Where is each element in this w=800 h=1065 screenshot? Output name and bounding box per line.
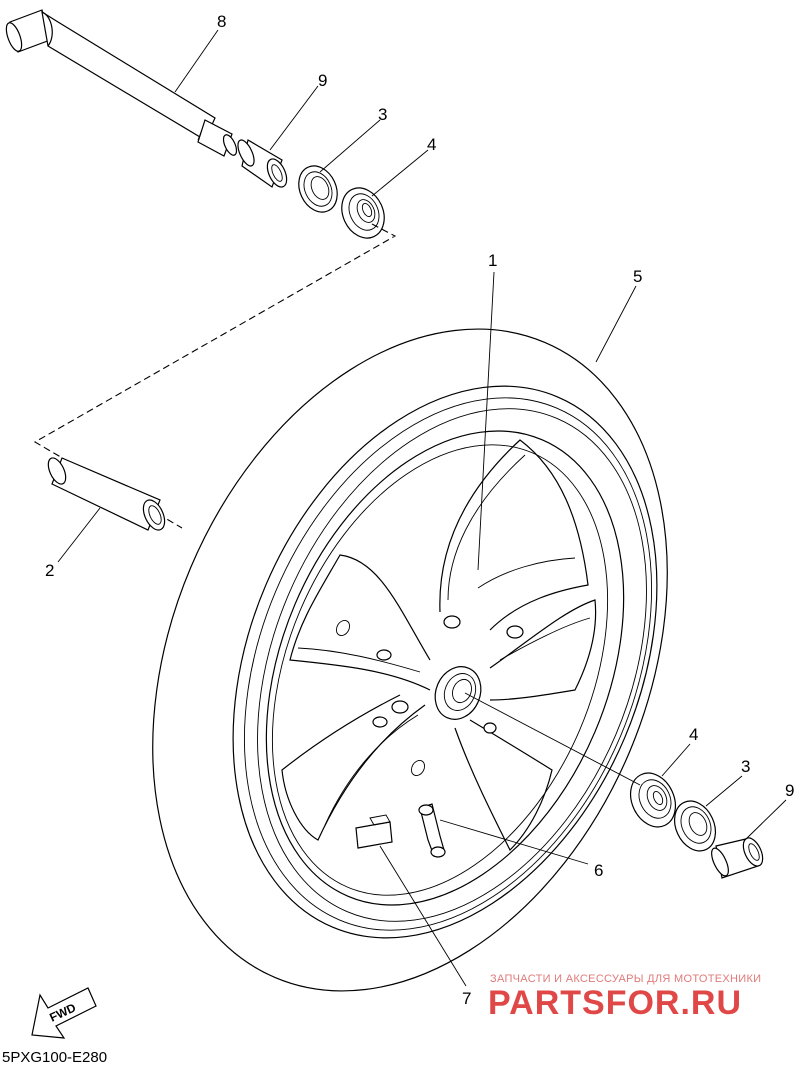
leader-lines	[57, 29, 787, 987]
wheel-spokes	[281, 439, 597, 852]
collar-top-part	[237, 139, 288, 188]
rim-ring-1	[244, 397, 652, 931]
callout-9-bottom: 9	[785, 781, 794, 800]
callout-6: 6	[594, 861, 603, 880]
balance-weight-part	[355, 814, 393, 849]
bearing-bottom-part	[629, 772, 677, 828]
tire-inner	[232, 385, 658, 939]
diagram-code: 5PXG100-E280	[2, 1049, 107, 1065]
bearing-top-part	[341, 187, 385, 239]
collar-bottom-part	[711, 837, 764, 879]
oil-seal-bottom-part	[673, 800, 717, 852]
rim-ring-4	[271, 444, 609, 896]
callout-9-top: 9	[318, 71, 327, 90]
spacer-part	[47, 457, 166, 531]
wheel-hub	[434, 666, 482, 720]
watermark-brand: PARTSFOR.RU	[488, 984, 742, 1022]
callout-3-top: 3	[378, 105, 387, 124]
callout-2: 2	[45, 561, 54, 580]
axle-part	[5, 9, 238, 157]
watermark: ЗАПЧАСТИ И АКСЕССУАРЫ ДЛЯ МОТОТЕХНИКИ PA…	[488, 973, 761, 1022]
oil-seal-top-part	[298, 165, 338, 213]
rim-ring-2	[257, 408, 647, 922]
tire-outer	[152, 328, 668, 992]
watermark-subtitle: ЗАПЧАСТИ И АКСЕССУАРЫ ДЛЯ МОТОТЕХНИКИ	[490, 973, 761, 985]
callout-4-bottom: 4	[689, 725, 698, 744]
wheel-assembly	[152, 328, 668, 992]
tire-valve-part	[418, 803, 446, 858]
callout-5: 5	[633, 267, 642, 286]
axis-centerline	[33, 223, 397, 529]
rim-ring-3	[265, 430, 625, 906]
forward-arrow: FWD	[31, 987, 97, 1039]
callout-4-top: 4	[427, 135, 436, 154]
callout-7: 7	[462, 989, 471, 1008]
callout-3-bottom: 3	[741, 757, 750, 776]
callout-8: 8	[217, 12, 226, 31]
callout-1: 1	[488, 251, 497, 270]
